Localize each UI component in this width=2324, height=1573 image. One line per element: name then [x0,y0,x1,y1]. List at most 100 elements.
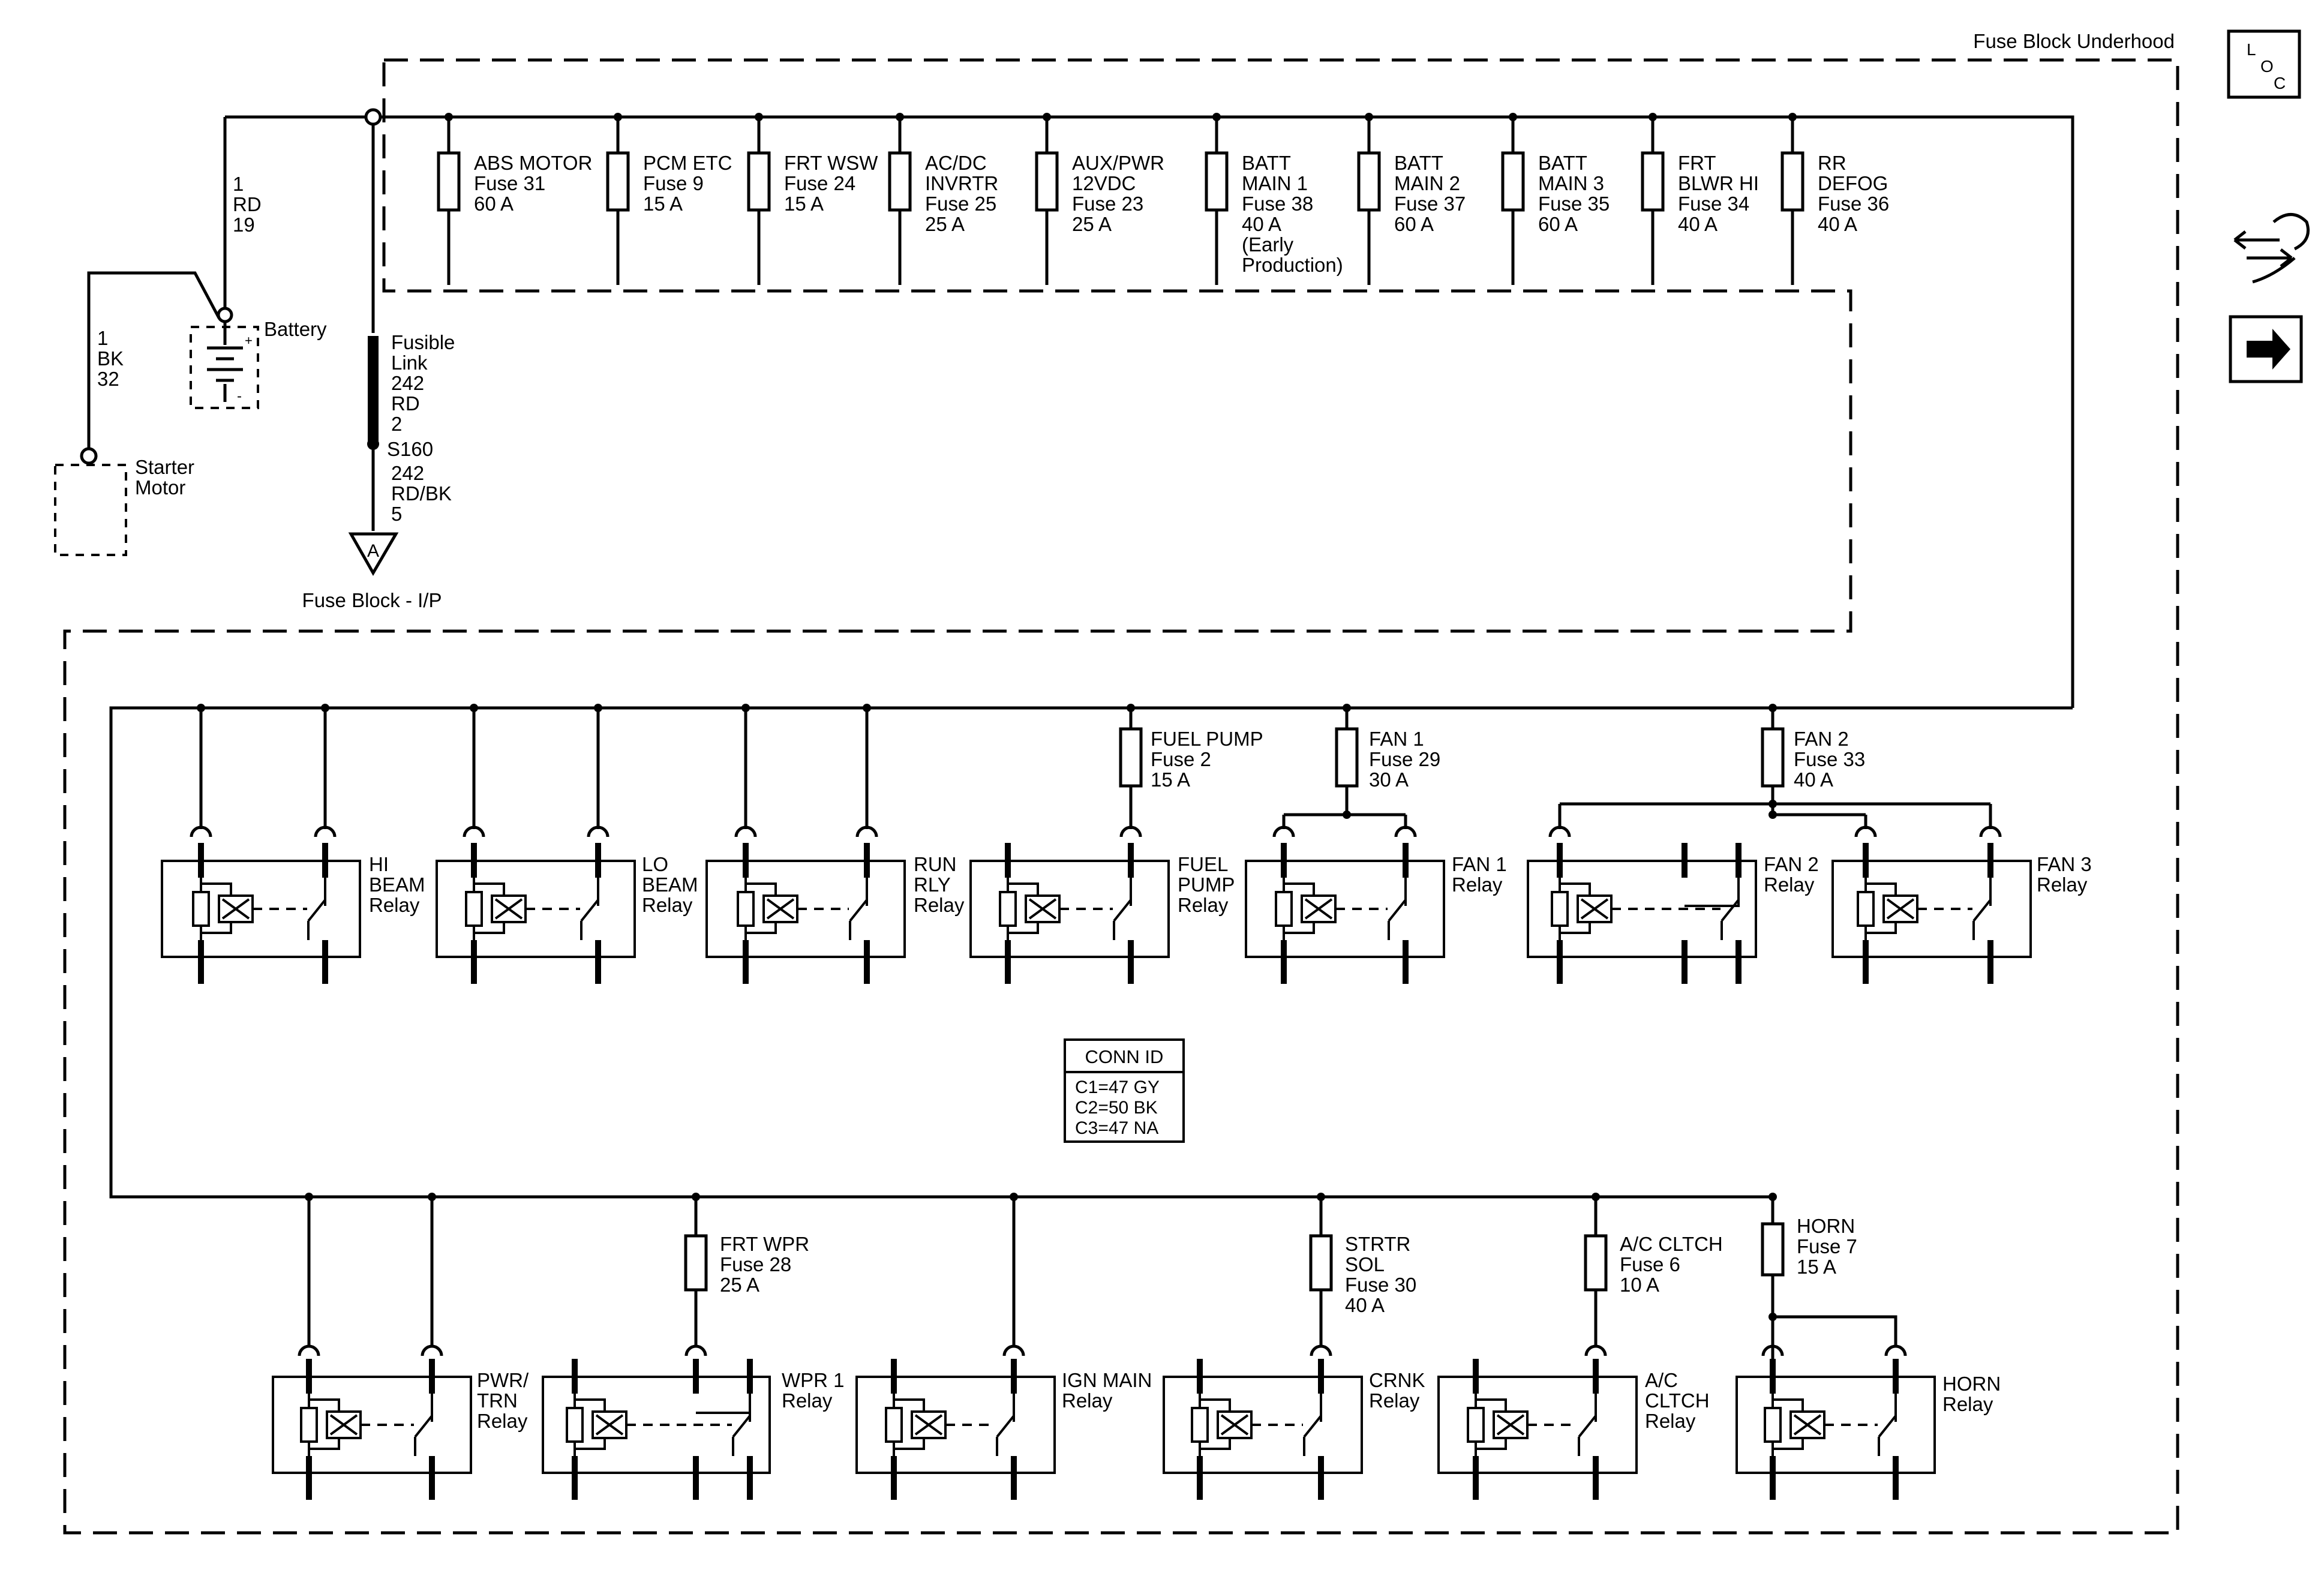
relay [1736,1359,1936,1500]
battery-label: Battery [264,318,327,340]
fuse-symbol [1584,1234,1608,1292]
fuse-symbol [1205,151,1229,212]
relay-socket [1394,825,1417,837]
relay-housing [969,860,1170,958]
fuse-block-outline [63,58,2179,1535]
wire-rdbk-label: 242 RD/BK 5 [391,462,457,525]
service-tool-icon[interactable] [2233,213,2310,284]
fuse-symbol [684,1234,708,1292]
relay-socket [1584,1344,1607,1356]
junction-dot [1768,1193,1777,1201]
relay [1527,843,1757,984]
relay-housing [1163,1376,1363,1474]
relay [1437,1359,1638,1500]
fuse-symbol [888,151,912,212]
relay-socket [314,825,337,837]
fuse-symbol [1780,151,1804,212]
relay [969,843,1170,984]
relay-socket [734,825,757,837]
relay [705,843,906,984]
relay-housing [705,860,906,958]
relay-socket [587,825,609,837]
relay-socket [1002,1344,1025,1356]
conn-id-row: C2=50 BK [1075,1098,1158,1118]
relay-socket [463,825,485,837]
fuse-block-ip-label: Fuse Block - I/P [302,589,442,611]
relay-housing [855,1376,1056,1474]
starter-motor-label: Starter Motor [135,456,200,499]
relay-socket [1761,1344,1784,1356]
fuse-symbol [1501,151,1525,212]
relay-housing [436,860,636,958]
relay-socket [855,825,878,837]
conn-id-title: CONN ID [1085,1046,1164,1067]
relay [436,843,636,984]
fuse-symbol [606,151,630,212]
relay [542,1359,771,1500]
svg-text:L: L [2247,40,2256,59]
junction-dot [1768,1313,1777,1321]
relay-socket [1310,1344,1332,1356]
junction-dot [1343,810,1351,819]
fuse-symbol [1761,727,1785,788]
relay-housing [1437,1376,1638,1474]
connector-a-letter: A [367,541,379,561]
conn-id-row: C1=47 GY [1075,1077,1160,1097]
relay-socket [1854,825,1877,837]
relay [1831,843,2032,984]
arrow-right-icon[interactable] [2229,315,2303,383]
relay-socket [1548,825,1571,837]
fuse-symbol [1641,151,1665,212]
relay [272,1359,472,1500]
conn-id-table: CONN ID C1=47 GY C2=50 BK C3=47 NA [1064,1038,1185,1143]
fuse-block-underhood-label: Fuse Block Underhood [1973,30,2175,52]
relay-housing [1831,860,2032,958]
fuse-symbol [437,151,461,212]
relay-socket [298,1344,320,1356]
svg-text:C: C [2274,74,2286,92]
relay-socket [1119,825,1142,837]
relay-socket [1272,825,1295,837]
relay-housing [272,1376,472,1474]
relay-socket [421,1344,443,1356]
splice-label: S160 [387,438,433,460]
fuse-symbol [1119,727,1143,788]
fuse-symbol [1761,1222,1785,1277]
relay-socket [190,825,212,837]
junction-dot [1768,810,1777,819]
relay-housing [1245,860,1445,958]
relay-socket [1979,825,2002,837]
fusible-link-label: Fusible Link 242 RD 2 [391,331,461,435]
fuse-symbol [747,151,771,212]
relay-housing [1527,860,1757,958]
fuse-symbol [1357,151,1381,212]
loc-icon[interactable]: L O C [2227,29,2301,99]
svg-text:O: O [2260,57,2274,76]
